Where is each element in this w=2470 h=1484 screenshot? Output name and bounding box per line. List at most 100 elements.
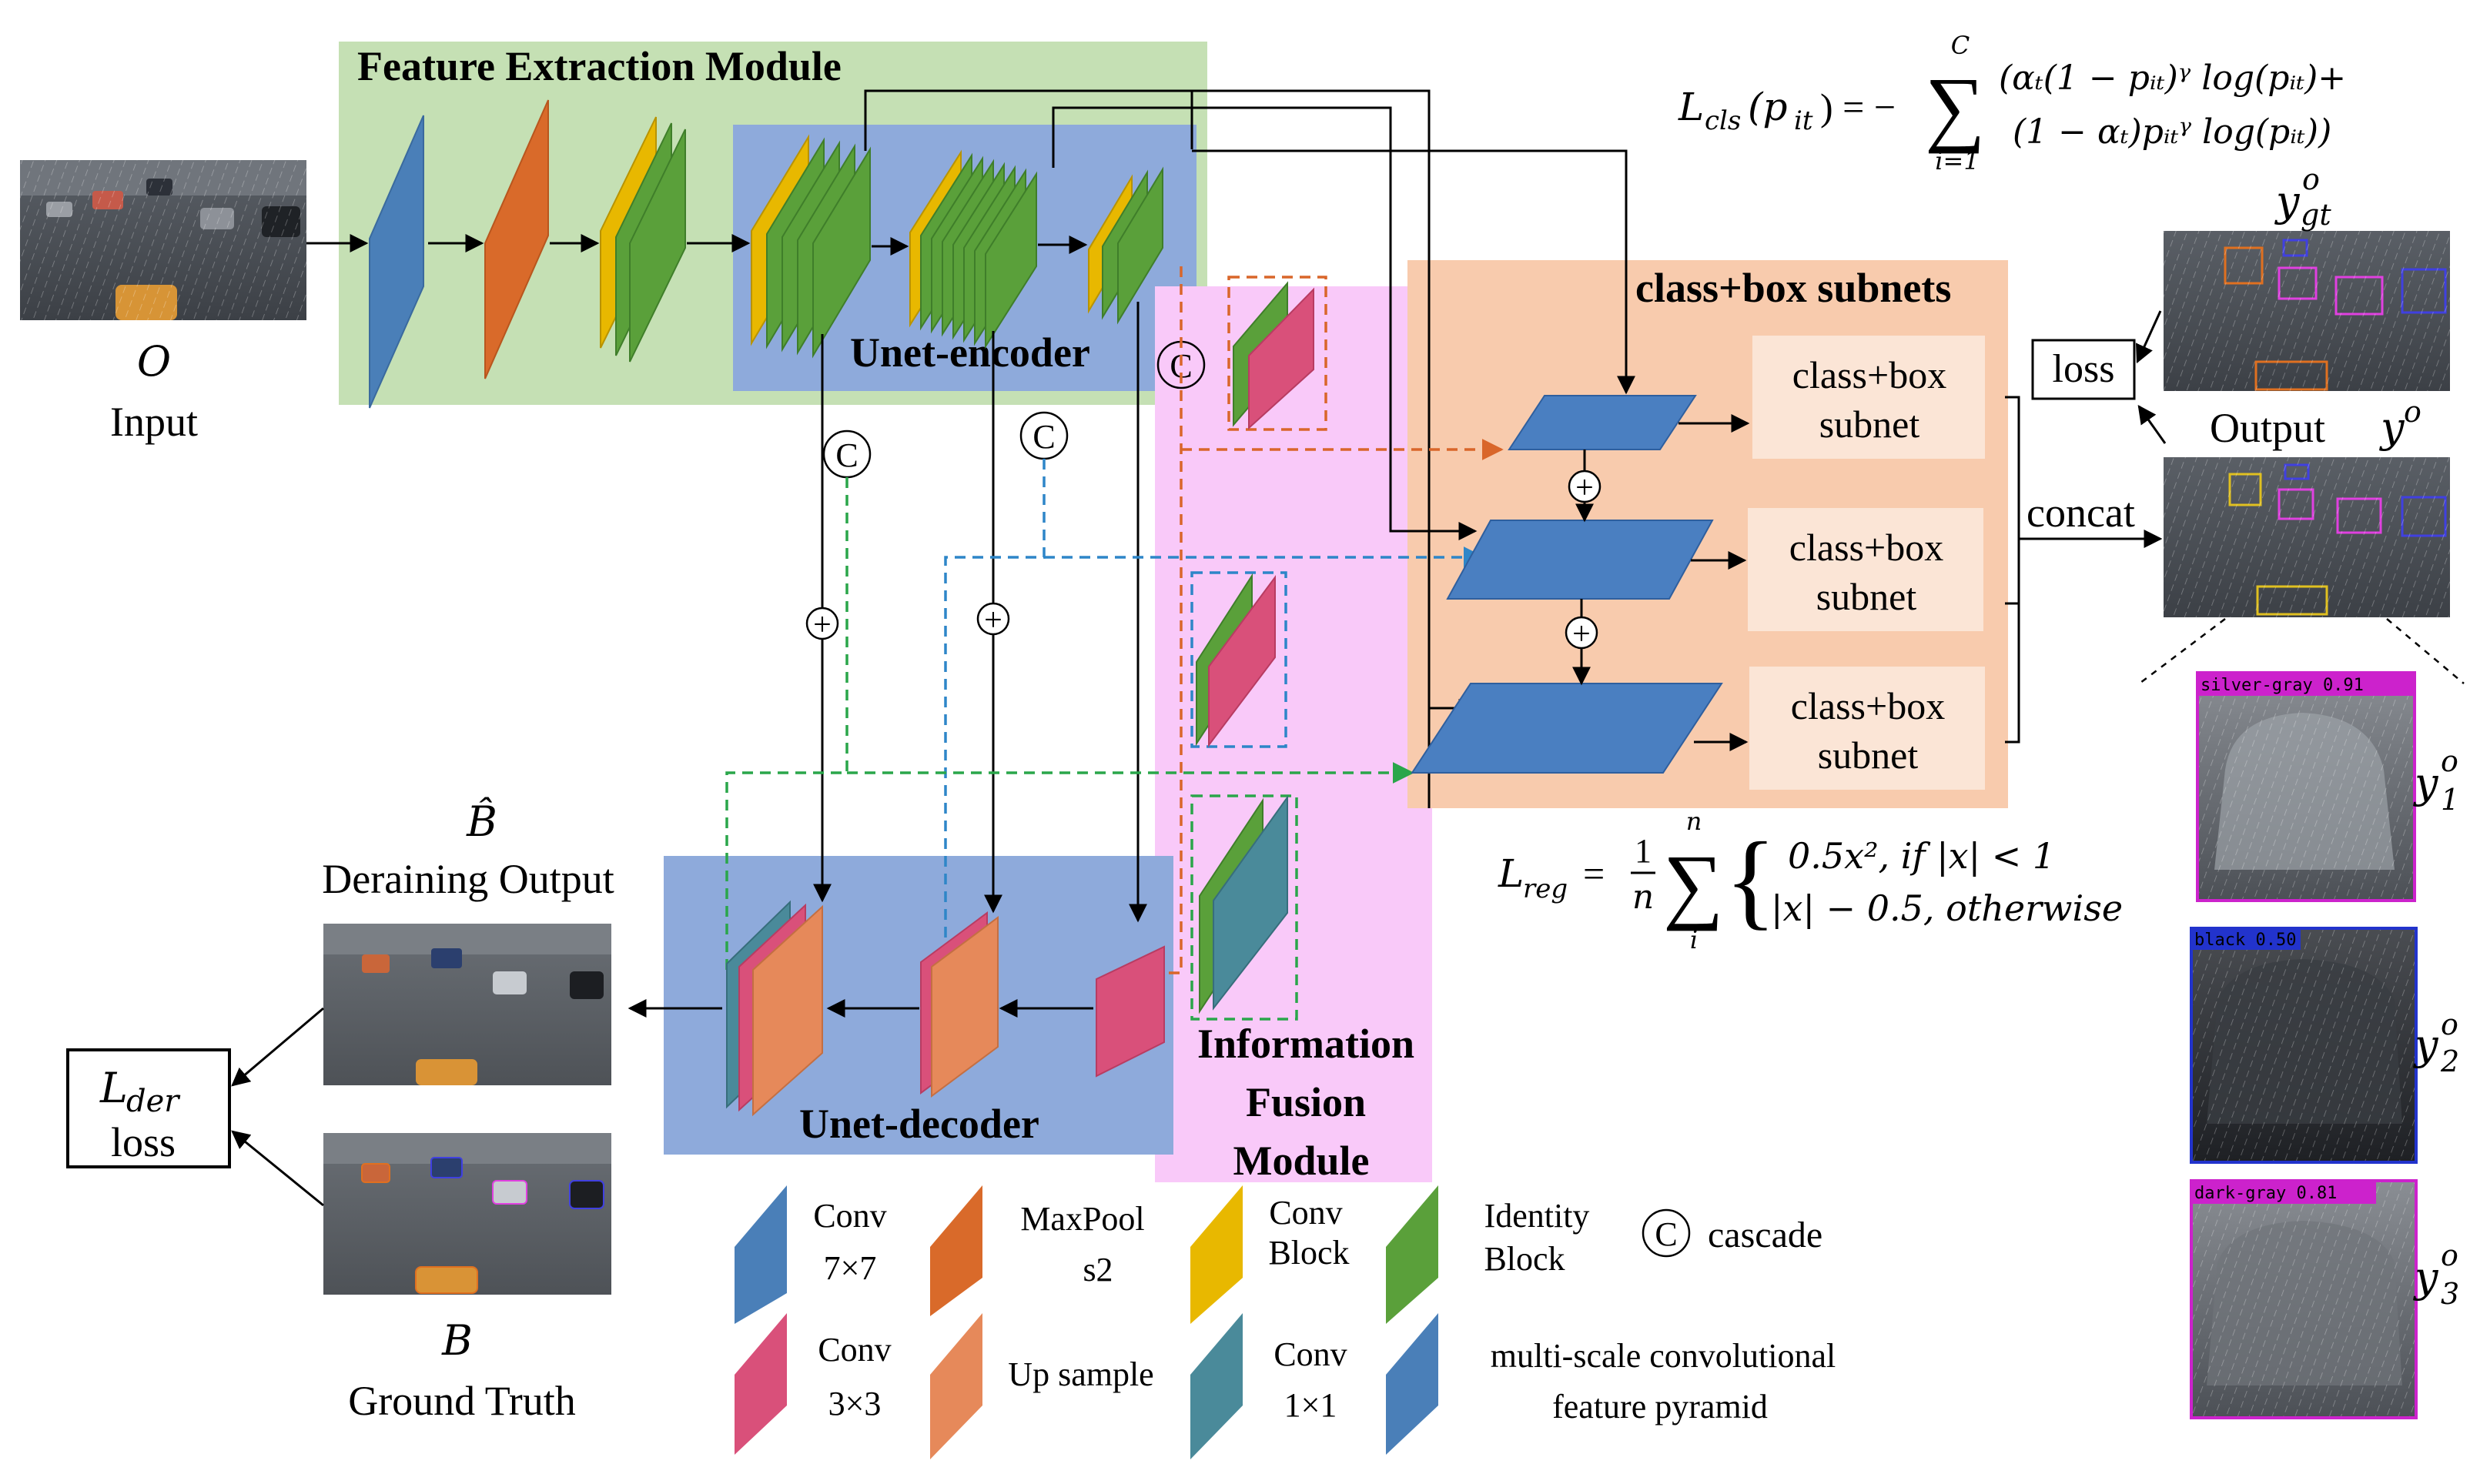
cls-sum-top: C <box>1951 31 1970 60</box>
legend-0-line1: Conv <box>813 1197 886 1235</box>
stage2-blocks <box>751 134 871 359</box>
ygt-sub: gt <box>2301 198 2331 232</box>
decoder-stage1 <box>726 900 823 1117</box>
maxpool-layer <box>484 99 549 379</box>
orange-fusion-path <box>1167 266 1504 974</box>
reg-sigma: ∑ <box>1663 837 1723 931</box>
conv7x7-layer <box>369 115 424 409</box>
reg-loss-formula: L reg = 1 n ∑ n i { 0.5x², if |x| < 1 |x… <box>1498 807 2123 954</box>
output-symbol: y <box>2379 403 2405 452</box>
unet-encoder-title: Unet-encoder <box>850 329 1090 376</box>
detection-1-symbol: y <box>2413 759 2439 807</box>
detection-3-symbol: y <box>2413 1253 2439 1302</box>
pyramid-level-2 <box>1446 520 1714 600</box>
pyramid-plus-2: + <box>1572 617 1591 652</box>
reg-sum-top: n <box>1686 807 1702 836</box>
blue-fusion-path <box>944 459 1485 967</box>
reg-sum-bottom: i <box>1690 925 1698 954</box>
derain-symbol: B̂ <box>466 797 497 846</box>
cls-arg: (p <box>1748 85 1788 129</box>
ygt-symbol: y <box>2274 177 2301 226</box>
ground-truth-label: Ground Truth <box>348 1378 576 1424</box>
loss-arrows <box>2136 310 2167 444</box>
legend-7-line1: Conv <box>1273 1335 1347 1373</box>
legend-convblock-swatch <box>1190 1185 1243 1324</box>
legend-8-line1: multi-scale convolutional <box>1491 1337 1836 1375</box>
legend-upsample-swatch <box>930 1313 982 1459</box>
concat-label: concat <box>2027 490 2135 536</box>
input-image <box>20 160 306 320</box>
legend-conv7x7-swatch <box>735 1185 787 1324</box>
lder-sub: der <box>126 1084 181 1119</box>
cls-sigma: ∑ <box>1925 60 1985 154</box>
subnet-2-line1: class+box <box>1789 526 1943 569</box>
legend-pyramid-swatch <box>1386 1313 1438 1455</box>
subnet-box-1 <box>1752 336 1985 459</box>
subnet-box-3 <box>1749 667 1985 790</box>
legend-conv1x1-swatch <box>1190 1313 1243 1459</box>
cls-loss-formula: L cls (p it ) = − ∑ C i=1 (αₜ(1 − pᵢₜ)ᵞ … <box>1678 31 2346 175</box>
reg-lhs-sub: reg <box>1523 874 1568 904</box>
legend-2-line2: Block <box>1268 1234 1349 1272</box>
pyramid-to-subnet-arrows <box>1678 414 1750 751</box>
detection-2-symbol: y <box>2413 1021 2439 1069</box>
detection-2-sup: o <box>2441 1008 2458 1041</box>
pyramid-plus <box>1565 470 1601 650</box>
detection-crop-3 <box>2190 1179 2418 1419</box>
subnets-title: class+box subnets <box>1635 265 1951 311</box>
legend-1-line1: MaxPool <box>1020 1200 1144 1238</box>
cls-sum-bottom: i=1 <box>1935 146 1979 175</box>
feature-extraction-title: Feature Extraction Module <box>357 43 842 89</box>
pyramid-level-1 <box>1508 395 1697 450</box>
reg-case1: 0.5x², if |x| < 1 <box>1788 835 2055 877</box>
ground-truth-symbol: B <box>441 1316 473 1365</box>
output-sup: o <box>2404 395 2421 429</box>
loss-label: loss <box>2053 347 2115 391</box>
detection-3-sup: o <box>2441 1238 2458 1272</box>
ygt-sup: o <box>2302 162 2320 196</box>
loss-box <box>2031 339 2136 400</box>
legend-identity-swatch <box>1386 1185 1438 1324</box>
lder-loss-box <box>66 1048 231 1168</box>
legend-conv3x3-swatch <box>735 1313 787 1455</box>
legend-3-line2: Block <box>1484 1240 1565 1278</box>
legend-3-line1: Identity <box>1484 1197 1590 1235</box>
subnet-3-line1: class+box <box>1791 684 1945 727</box>
legend-5-line2: 3×3 <box>828 1385 882 1422</box>
lder-symbol: L <box>99 1064 128 1112</box>
cls-line2: (1 − αₜ)pᵢₜᵞ log(pᵢₜ)) <box>2013 112 2331 152</box>
pyramid-level-3 <box>1411 683 1723 774</box>
detection-crop-2 <box>2190 927 2418 1164</box>
cascade-c-2: C <box>1033 418 1055 456</box>
pyramid-levels <box>1411 395 1723 774</box>
encoder-flow-arrows <box>306 234 1088 256</box>
unet-decoder-title: Unet-decoder <box>799 1101 1039 1147</box>
subnet-boxes <box>1748 336 1985 790</box>
fusion-layer-top <box>1233 281 1314 430</box>
fusion-title-line2: Fusion <box>1246 1079 1366 1125</box>
reg-lhs: L <box>1498 851 1524 896</box>
legend-1-line2: s2 <box>1083 1251 1113 1288</box>
detection-2-label: black 0.50 <box>2194 931 2296 950</box>
subnet-1-line1: class+box <box>1792 353 1946 396</box>
detection-crop-1 <box>2196 671 2416 902</box>
output-image <box>2164 457 2450 617</box>
subnet-2-line2: subnet <box>1816 575 1917 618</box>
fusion-layer-bottom <box>1199 794 1288 1014</box>
legend-6-line1: Up sample <box>1008 1355 1153 1393</box>
stage1-blocks <box>600 116 686 363</box>
reg-case2: |x| − 0.5, otherwise <box>1771 887 2123 929</box>
reg-eq: = <box>1583 852 1605 895</box>
detection-1-sub: 1 <box>2441 783 2459 817</box>
detection-2-sub: 2 <box>2440 1044 2459 1078</box>
cascade-c-1: C <box>835 436 858 474</box>
legend-5-line1: Conv <box>818 1331 891 1369</box>
detection-3-sub: 3 <box>2441 1277 2459 1311</box>
stage4-blocks <box>1088 166 1163 325</box>
concat-bracket <box>2005 396 2163 744</box>
derain-label: Deraining Output <box>322 856 614 902</box>
cls-arg-end: ) = − <box>1820 85 1896 129</box>
legend-8-line2: feature pyramid <box>1552 1388 1768 1426</box>
ygt-image <box>2164 231 2450 391</box>
skip-plus-2: + <box>984 603 1002 638</box>
